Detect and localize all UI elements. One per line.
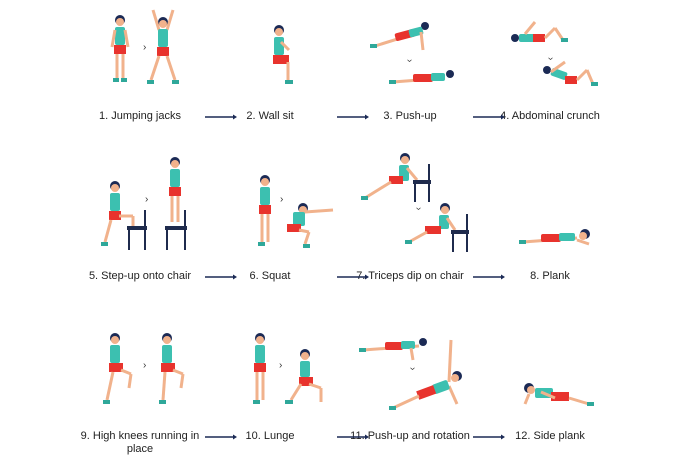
exercise-label: 6. Squat — [249, 270, 291, 282]
step-up-start — [101, 181, 135, 246]
dip-high — [361, 153, 419, 200]
arrow-right-icon — [337, 434, 369, 440]
exercise-label: 4. Abdominal crunch — [500, 110, 600, 122]
exercise-label: 10. Lunge — [245, 430, 295, 442]
high-knees-left — [103, 333, 133, 404]
jumping-jacks-illustration: › — [110, 9, 179, 84]
lunge-standing — [253, 333, 266, 404]
plank-illustration — [519, 229, 590, 246]
exercise-label: 7. Triceps dip on chair — [356, 270, 464, 282]
exercise-label: 12. Side plank — [515, 430, 585, 442]
chair-icon — [413, 164, 431, 202]
exercise-label: 9. High knees running in place — [80, 430, 200, 455]
push-up-low — [389, 70, 454, 84]
chevron-icon: › — [143, 360, 146, 371]
arrow-right-icon — [205, 114, 237, 120]
arrow-right-icon — [337, 274, 369, 280]
rotation-pose — [389, 339, 462, 410]
chair-icon — [451, 214, 469, 252]
chevron-icon: › — [145, 194, 148, 205]
push-up-high — [370, 22, 429, 51]
squat-illustration: › — [258, 175, 334, 248]
side-plank-illustration — [523, 383, 594, 406]
wall-sit-illustration — [273, 25, 293, 84]
chevron-icon: › — [407, 367, 418, 370]
lunge-low — [285, 349, 323, 404]
abdominal-crunch-illustration: › — [511, 21, 598, 86]
lunge-illustration: › — [253, 333, 323, 404]
exercise-label: 8. Plank — [530, 270, 570, 282]
dip-low — [405, 203, 457, 244]
squat-standing — [258, 175, 271, 246]
arrow-right-icon — [473, 434, 505, 440]
chevron-icon: › — [404, 59, 415, 62]
chevron-icon: › — [280, 194, 283, 205]
crunch-up — [543, 60, 598, 86]
exercise-label: 1. Jumping jacks — [99, 110, 181, 122]
squat-low — [287, 203, 334, 248]
push-up-rotation-illustration: › — [359, 338, 462, 410]
chair-icon — [127, 210, 147, 250]
jumping-figure — [147, 9, 179, 84]
step-up-illustration: › — [101, 157, 187, 250]
push-up-plank — [359, 338, 427, 361]
exercise-label: 5. Step-up onto chair — [88, 270, 192, 282]
arrow-right-icon — [473, 114, 505, 120]
chevron-icon: › — [143, 42, 146, 53]
standing-figure — [110, 15, 130, 82]
exercise-label: 11. Push-up and rotation — [350, 430, 470, 442]
high-knees-right — [159, 333, 185, 404]
exercise-label: 2. Wall sit — [246, 110, 294, 122]
exercise-label: 3. Push-up — [383, 110, 437, 122]
chevron-icon: › — [279, 360, 282, 371]
chevron-icon: › — [545, 57, 556, 60]
high-knees-illustration: › — [103, 333, 185, 404]
crunch-down — [511, 21, 568, 42]
push-up-illustration: › — [370, 22, 454, 84]
arrow-right-icon — [473, 274, 505, 280]
arrow-right-icon — [337, 114, 369, 120]
arrow-right-icon — [205, 274, 237, 280]
triceps-dip-illustration: › — [361, 153, 469, 252]
arrow-right-icon — [205, 434, 237, 440]
chair-icon — [165, 210, 187, 250]
step-up-top — [169, 157, 181, 222]
chevron-icon: › — [413, 207, 424, 210]
